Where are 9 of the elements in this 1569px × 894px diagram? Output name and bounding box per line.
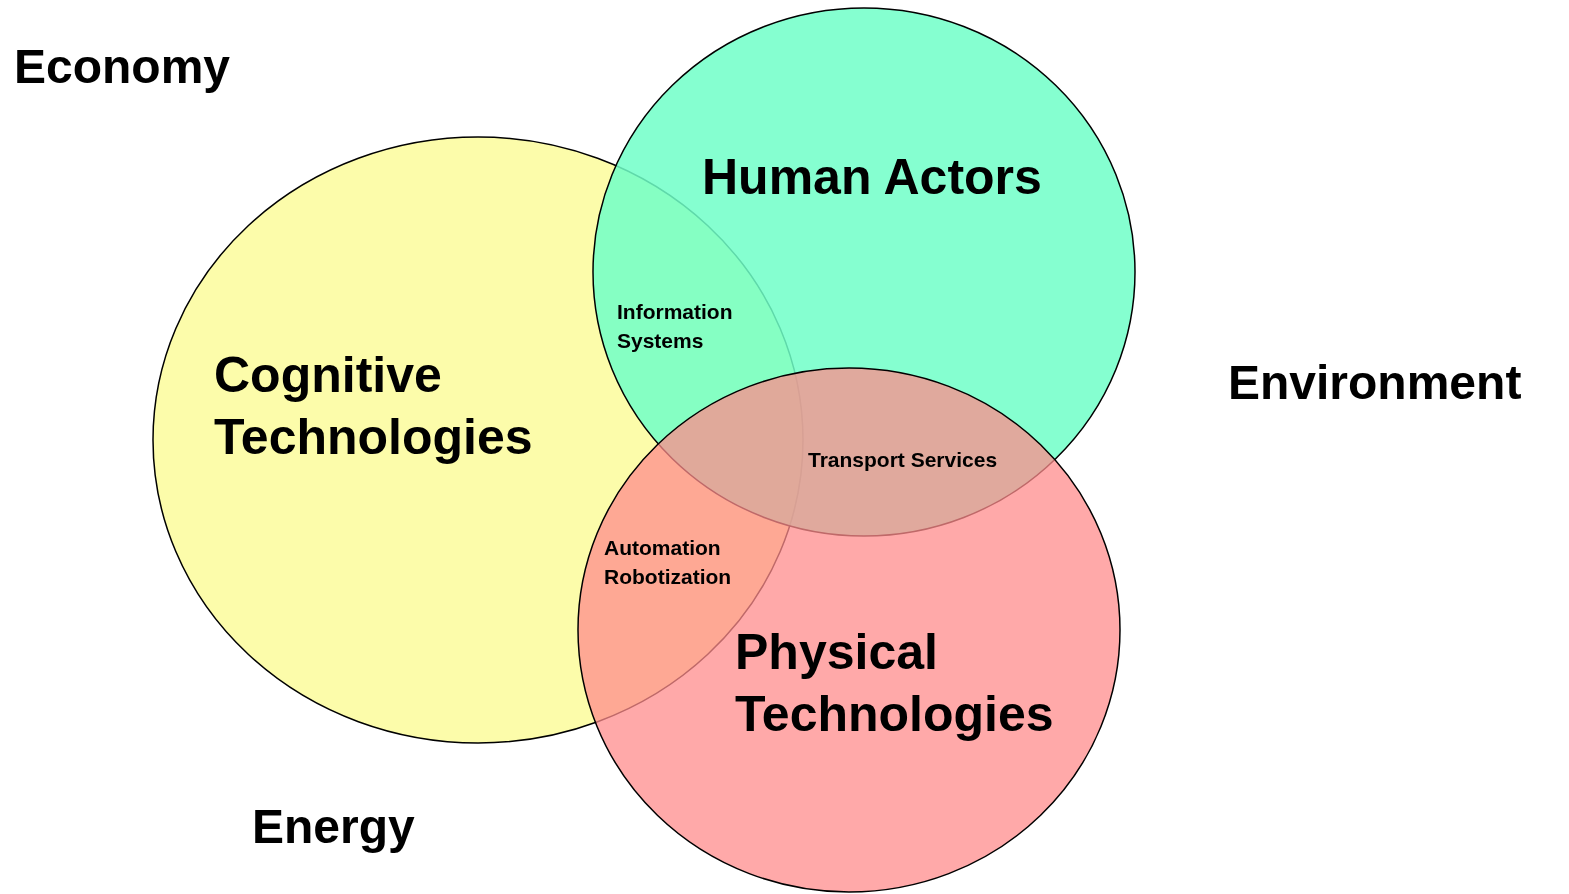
context-label: Environment [1228, 355, 1523, 411]
overlap-label: Transport Services [808, 447, 999, 472]
context-label: Economy [14, 39, 232, 95]
circle-title: Cognitive Technologies [214, 346, 534, 467]
context-label: Energy [252, 799, 416, 855]
circle-title: Physical Technologies [735, 623, 1055, 744]
overlap-label: Information Systems [617, 299, 734, 354]
circle-title: Human Actors [702, 148, 1043, 207]
overlap-label: Automation Robotization [604, 535, 733, 590]
